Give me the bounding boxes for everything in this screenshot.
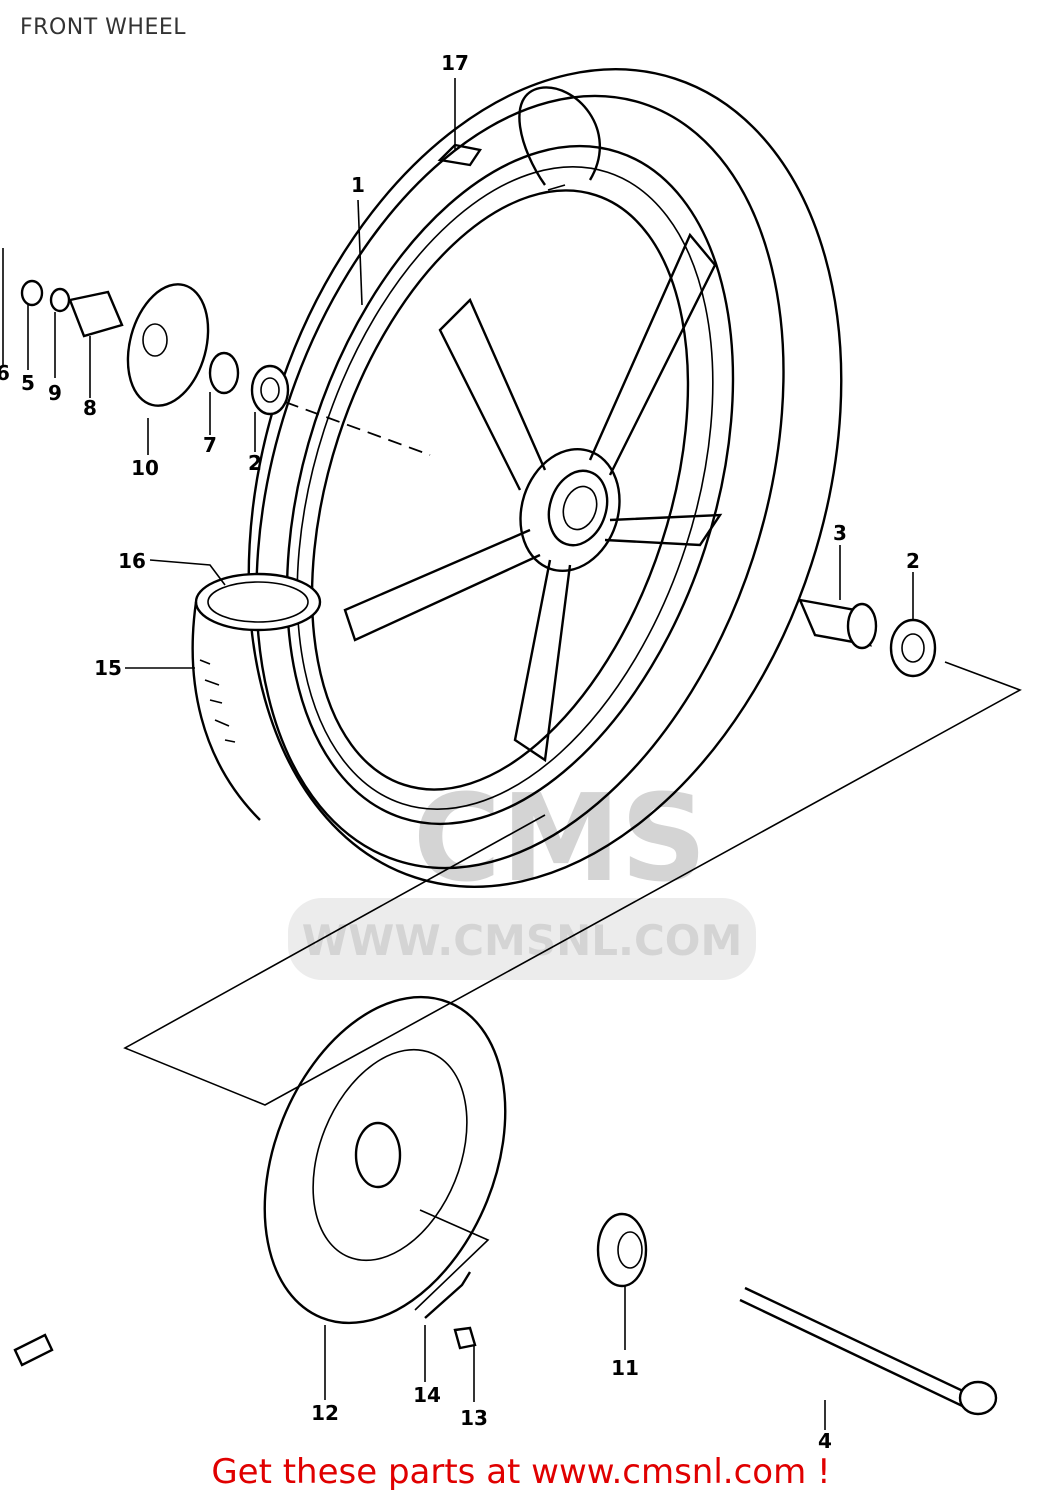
brake-disc [263,995,507,1325]
callout-11: 11 [611,1356,639,1380]
axle-centerline [284,401,431,456]
callout-1: 1 [351,173,365,197]
callout-5: 5 [21,371,35,395]
callout-14: 14 [413,1383,441,1407]
callout-7: 7 [203,433,217,457]
callout-10: 10 [131,456,159,480]
callout-2-left: 2 [248,451,262,475]
callout-12: 12 [311,1401,339,1425]
right-parts [798,598,937,678]
callout-leaders [27,78,914,1430]
callout-4: 4 [818,1429,832,1453]
callout-17: 17 [441,51,469,75]
watermark-brand: CMS [413,770,707,909]
callout-labels: 17 1 5 6 9 8 10 7 2 16 15 3 2 11 12 14 1… [0,51,920,1453]
parts-link[interactable]: Get these parts at www.cmsnl.com ! [211,1452,831,1492]
callout-9: 9 [48,381,62,405]
callout-16: 16 [118,549,146,573]
diagram-title: FRONT WHEEL [20,15,186,40]
callout-8: 8 [83,396,97,420]
callout-13: 13 [460,1406,488,1430]
callout-2-right: 2 [906,549,920,573]
wheel-assembly [191,68,843,888]
callout-15: 15 [94,656,122,680]
axle-projection [123,661,1022,1106]
left-parts [2,248,290,416]
bottom-parts [13,1212,998,1416]
watermark-url: WWW.CMSNL.COM [302,916,743,965]
callout-6: 6 [0,361,10,385]
callout-3: 3 [833,521,847,545]
